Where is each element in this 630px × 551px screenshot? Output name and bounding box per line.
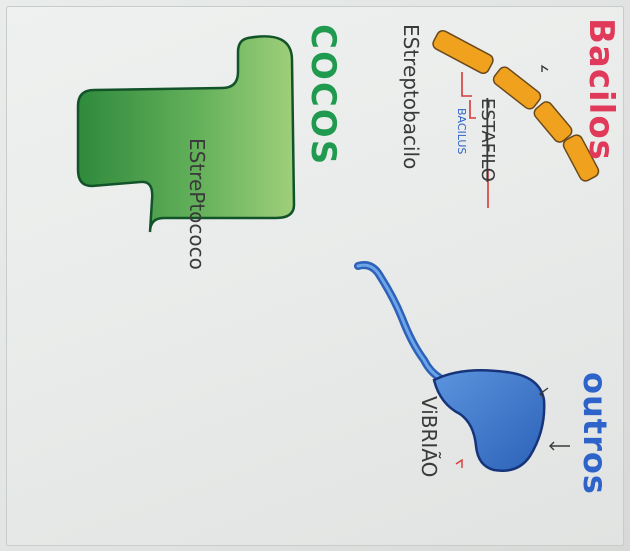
vibrio-red-mark xyxy=(456,460,462,468)
estreptobacilo-label: EStreptobacilo xyxy=(399,24,423,169)
bacilos-title: Bacilos xyxy=(581,18,621,161)
bacilus-label: BACILUS xyxy=(455,108,468,154)
bacilos-arrow xyxy=(542,66,548,72)
cocos-title: COCOS xyxy=(303,24,343,166)
estafilo-label: ESTAFILO xyxy=(477,98,498,182)
bacillus-chain xyxy=(431,29,601,183)
outros-arrow xyxy=(550,442,570,450)
vibrio xyxy=(358,265,544,471)
outros-title: outros xyxy=(576,372,614,495)
vibriao-label: ViBRIÃO xyxy=(417,396,441,477)
estreptococo-label: EStrePtococo xyxy=(185,138,209,270)
